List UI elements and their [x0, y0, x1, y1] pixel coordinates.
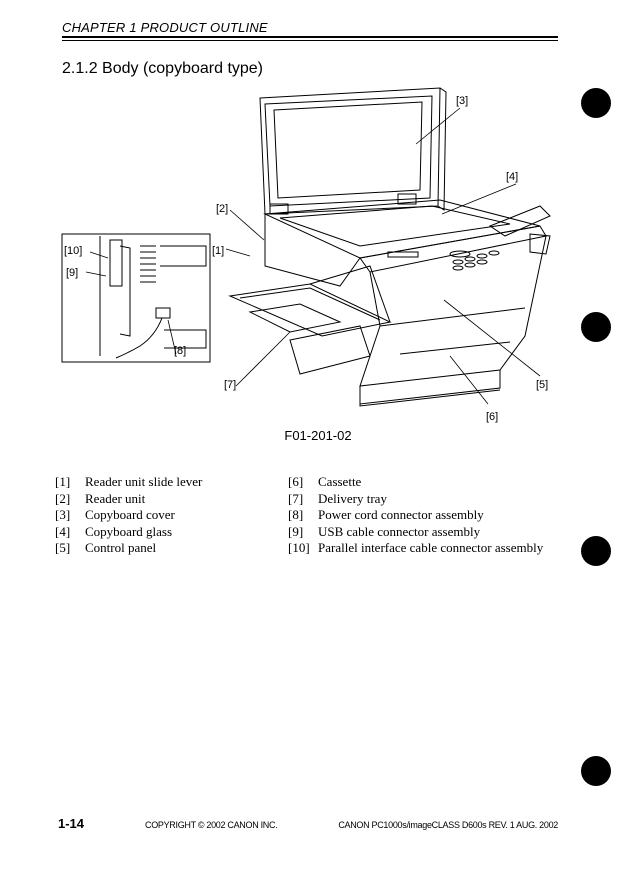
legend-item: [2]Reader unit	[55, 490, 146, 506]
legend-item: [3]Copyboard cover	[55, 507, 175, 523]
chapter-header: CHAPTER 1 PRODUCT OUTLINE	[62, 20, 268, 35]
legend-item: [8]Power cord connector assembly	[288, 507, 484, 523]
callout-8: [8]	[174, 345, 186, 357]
legend-item: [7]Delivery tray	[288, 490, 387, 506]
legend-item: [10]Parallel interface cable connector a…	[288, 540, 544, 556]
header-rule-thick	[62, 36, 558, 38]
section-title: 2.1.2 Body (copyboard type)	[62, 60, 264, 77]
legend-item: [5]Control panel	[55, 540, 157, 556]
legend-right-column: [6]Cassette [7]Delivery tray [8]Power co…	[288, 474, 543, 557]
callout-5: [5]	[536, 379, 548, 391]
legend-item: [9]USB cable connector assembly	[288, 523, 481, 539]
legend-item: [1]Reader unit slide lever	[55, 474, 203, 489]
registration-dot	[581, 88, 611, 118]
callout-2: [2]	[216, 203, 228, 215]
callout-3: [3]	[456, 95, 468, 107]
legend-item: [4]Copyboard glass	[55, 523, 173, 539]
registration-dot	[581, 536, 611, 566]
figure-id: F01-201-02	[284, 428, 352, 443]
legend-item: [6]Cassette	[288, 474, 362, 489]
copier-illustration: [1] [2] [3] [4] [5] [6] [7] [8] [9] [10]	[61, 87, 551, 423]
callout-4: [4]	[506, 171, 518, 183]
callout-10: [10]	[64, 245, 82, 257]
registration-dot	[581, 756, 611, 786]
revision-notice: CANON PC1000s/imageCLASS D600s REV. 1 AU…	[338, 820, 558, 830]
callout-6: [6]	[486, 411, 498, 423]
registration-dot	[581, 312, 611, 342]
callout-7: [7]	[224, 379, 236, 391]
callout-9: [9]	[66, 267, 78, 279]
header-rule-thin	[62, 40, 558, 41]
copyright-notice: COPYRIGHT © 2002 CANON INC.	[145, 820, 278, 830]
page-number: 1-14	[58, 816, 85, 831]
legend-left-column: [1]Reader unit slide lever [2]Reader uni…	[55, 474, 202, 557]
callout-1: [1]	[212, 245, 224, 257]
